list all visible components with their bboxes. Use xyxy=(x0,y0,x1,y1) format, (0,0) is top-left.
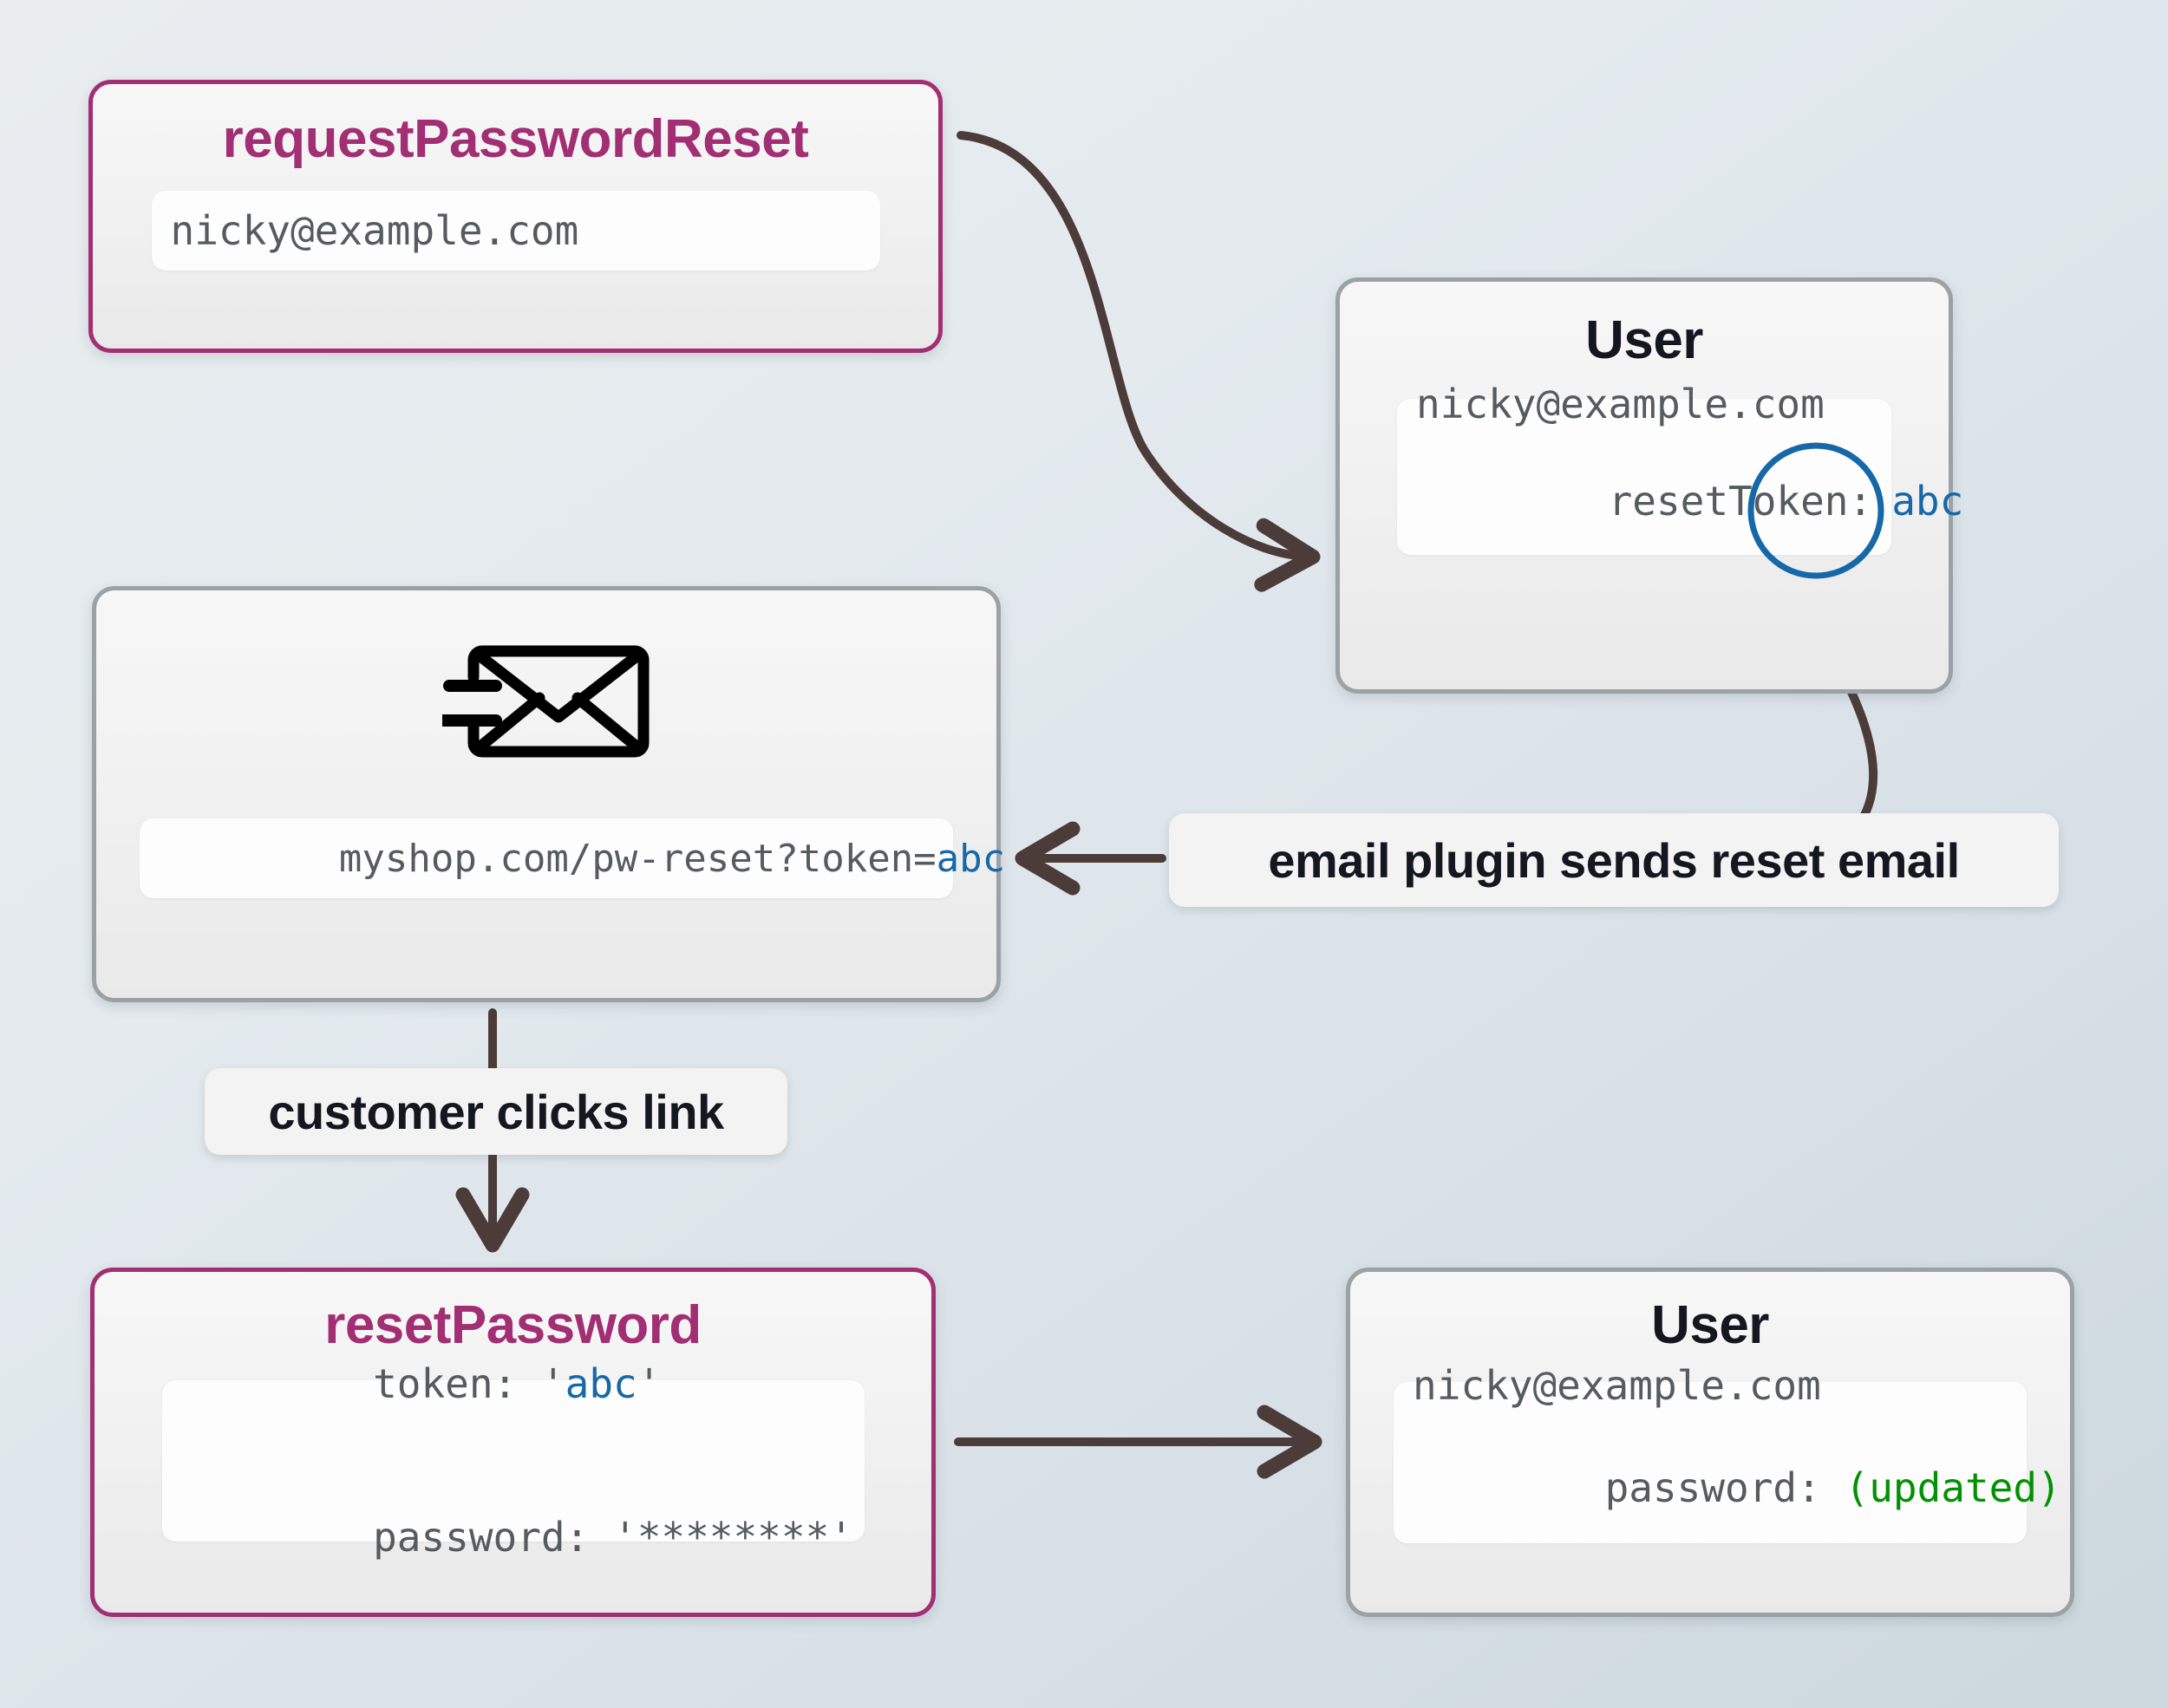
user-top-email: nicky@example.com xyxy=(1416,380,1825,427)
reset-token-open-quote: ' xyxy=(540,1360,565,1408)
user-top-record-field: nicky@example.com resetToken: abc xyxy=(1397,381,1963,579)
reset-token-label: token: xyxy=(373,1360,541,1408)
user-top-token-value: abc xyxy=(1891,478,1964,525)
request-email-field: nicky@example.com xyxy=(151,191,880,271)
edge-request-to-user xyxy=(957,131,1321,592)
user-bottom-password-row: password: (updated) xyxy=(1413,1411,2061,1565)
user-bottom-email: nicky@example.com xyxy=(1413,1362,1821,1410)
node-title-user-top: User xyxy=(1585,310,1703,370)
node-title-user-bottom: User xyxy=(1651,1295,1769,1355)
edge-label-email-plugin: email plugin sends reset email xyxy=(1169,813,2059,907)
node-user-top[interactable]: User nicky@example.com resetToken: abc xyxy=(1335,277,1963,694)
email-url-field: myshop.com/pw-reset?token=abc xyxy=(140,818,1005,898)
node-title-reset-password: resetPassword xyxy=(324,1295,702,1355)
reset-token-close-quote: ' xyxy=(637,1360,662,1408)
reset-password-row: password: '********' xyxy=(181,1461,853,1614)
token-highlight-circle-icon xyxy=(1747,442,1884,579)
reset-token-value: abc xyxy=(565,1360,637,1408)
user-bottom-record-field: nicky@example.com password: (updated) xyxy=(1394,1362,2061,1543)
email-url-prefix: myshop.com/pw-reset?token= xyxy=(338,836,937,881)
email-url-token: abc xyxy=(936,836,1006,881)
user-bottom-password-label: password: xyxy=(1604,1464,1845,1511)
node-reset-password[interactable]: resetPassword token: 'abc' password: '**… xyxy=(90,1268,936,1617)
user-top-token-label: resetToken: xyxy=(1608,478,1873,525)
node-request-password-reset[interactable]: requestPasswordReset nicky@example.com xyxy=(88,80,943,353)
email-url-row: myshop.com/pw-reset?token=abc xyxy=(155,792,1005,925)
reset-token-row: token: 'abc' xyxy=(181,1307,846,1461)
reset-password-args-field: token: 'abc' password: '********' xyxy=(161,1360,865,1561)
edge-label-customer-clicks: customer clicks link xyxy=(205,1068,787,1155)
node-user-bottom[interactable]: User nicky@example.com password: (update… xyxy=(1346,1268,2074,1617)
node-title-request-password-reset: requestPasswordReset xyxy=(222,109,809,169)
envelope-send-icon xyxy=(434,632,650,766)
request-email-value: nicky@example.com xyxy=(170,207,579,254)
user-top-token-row: resetToken: abc xyxy=(1416,428,1964,574)
node-email-message[interactable]: myshop.com/pw-reset?token=abc xyxy=(92,586,1005,1002)
reset-password-value: '********' xyxy=(613,1513,853,1561)
user-bottom-password-value: (updated) xyxy=(1845,1464,2061,1511)
reset-password-label: password: xyxy=(373,1513,614,1561)
